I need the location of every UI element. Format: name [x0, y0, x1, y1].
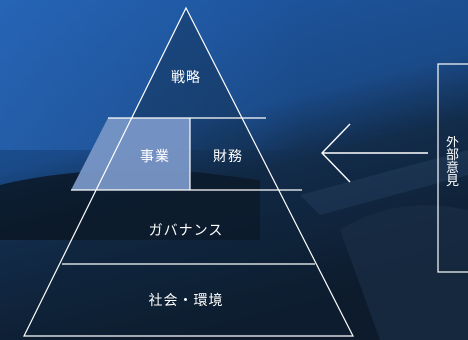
tier-governance-label: ガバナンス [148, 223, 224, 239]
tier-finance-label: 財務 [213, 149, 243, 165]
left-arrow-icon [321, 123, 428, 183]
tier-business-label: 事業 [140, 149, 170, 165]
tier-society-environment-label: 社会・環境 [148, 293, 224, 309]
tier-strategy-label: 戦略 [171, 70, 201, 86]
background-desk-shape [0, 169, 260, 240]
side-box-label: 外 部 意 見 [446, 136, 460, 188]
background-object-edge [300, 150, 468, 215]
side-box [437, 63, 468, 273]
business-cell-highlight [71, 118, 190, 190]
pyramid-outline [23, 6, 354, 337]
background-object-shape [340, 205, 468, 340]
